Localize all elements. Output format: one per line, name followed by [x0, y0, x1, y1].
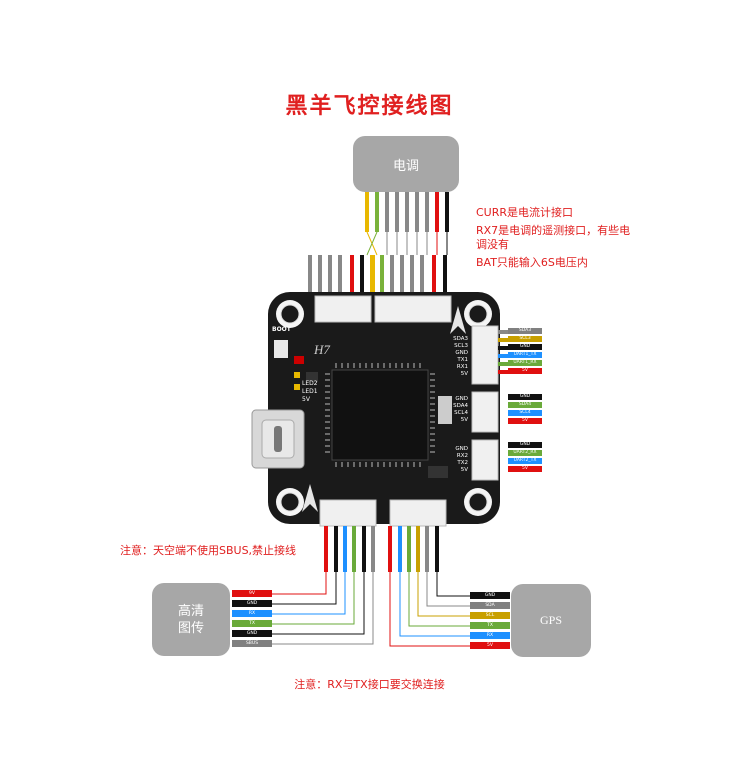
pin-label: RX2: [456, 453, 468, 459]
connector-tag: RX: [470, 632, 510, 639]
pin-label: 5V: [460, 467, 468, 473]
connector-tag: GND: [470, 592, 510, 599]
vtx-box-line: 图传: [177, 620, 204, 636]
right-pin-labels-top: SDA3 SCL3 GND TX1 RX1 5V: [448, 336, 468, 378]
connector-tag: GND: [508, 442, 542, 448]
connector-tag: 5V: [508, 418, 542, 424]
connector-tag: SCL4: [508, 410, 542, 416]
pin-label: 5V: [460, 371, 468, 377]
connector-tag: RX: [232, 610, 272, 617]
pin-label: SCL4: [454, 410, 468, 416]
vtx-box-line: 高清: [177, 603, 204, 619]
connector-tag: GND: [232, 600, 272, 607]
boot-label: BOOT: [272, 326, 291, 333]
pin-label: TX1: [457, 357, 468, 363]
esc-note-rx7: RX7是电调的遥测接口，有些电调没有: [476, 224, 631, 251]
gps-box: GPS: [511, 584, 591, 657]
pin-label: GND: [455, 396, 468, 402]
routing-lines: [272, 572, 470, 647]
pin-label: SCL3: [454, 343, 468, 349]
connector-tag: UART1_RX: [508, 360, 542, 366]
connector-tag: 5V: [470, 642, 510, 649]
bottom-wires: [324, 526, 439, 572]
pin-label: TX2: [457, 460, 468, 466]
esc-wires: [365, 192, 449, 256]
pin-label: GND: [455, 446, 468, 452]
led1-label: LED1: [302, 388, 318, 395]
right-pin-labels-mid: GND SDA4 SCL4 5V: [448, 396, 468, 424]
connector-tag: SDA4: [508, 402, 542, 408]
connector-tag: UART2_TX: [508, 458, 542, 464]
gps-connector-tags: GND SDA SCL TX RX 5V: [470, 592, 510, 652]
pin-label: 5V: [460, 417, 468, 423]
connector-tag: SCL3: [508, 336, 542, 342]
connector-tag: GND: [508, 394, 542, 400]
esc-note-bat: BAT只能输入6S电压内: [476, 256, 588, 269]
page-title: 黑羊飞控接线图: [285, 94, 454, 119]
pin-label: SDA4: [453, 403, 468, 409]
vtx-note: 注意：天空端不使用SBUS,禁止接线: [120, 544, 297, 557]
bottom-note: 注意：RX与TX接口要交换连接: [294, 678, 445, 691]
connector-tag: SBUS: [232, 640, 272, 647]
5v-label: 5V: [302, 396, 310, 403]
pin-label: SDA3: [453, 336, 468, 342]
connector-tag: TX: [232, 620, 272, 627]
connector-tag: GND: [508, 344, 542, 350]
connector-tag: TX: [470, 622, 510, 629]
chip-label: H7: [314, 342, 330, 357]
esc-note-curr: CURR是电流计接口: [476, 206, 574, 219]
esc-box: 电调: [353, 136, 459, 192]
connector-tag: 5V: [508, 466, 542, 472]
right-pin-labels-bot: GND RX2 TX2 5V: [448, 446, 468, 474]
connector-tag: SCL: [470, 612, 510, 619]
vtx-connector-tags: 9V GND RX TX GND SBUS: [232, 590, 272, 650]
connector-tag: GND: [232, 630, 272, 637]
led2-label: LED2: [302, 380, 318, 387]
connector-tag: 5V: [508, 368, 542, 374]
esc-notes: CURR是电流计接口 RX7是电调的遥测接口，有些电调没有 BAT只能输入6S电…: [476, 206, 636, 270]
board-top-wires: [308, 255, 447, 295]
connector-tag: 9V: [232, 590, 272, 597]
pin-label: GND: [455, 350, 468, 356]
connector-tag: SDA: [470, 602, 510, 609]
right-wires: [498, 330, 508, 374]
right-bot-connector-tags: GND UART2_RX UART2_TX 5V: [508, 442, 542, 474]
connector-tag: SDA3: [508, 328, 542, 334]
connector-tag: UART1_TX: [508, 352, 542, 358]
vtx-box: 高清图传: [152, 583, 230, 656]
pin-label: RX1: [456, 364, 468, 370]
vtx-box-label: 高清图传: [178, 603, 204, 637]
connector-tag: UART2_RX: [508, 450, 542, 456]
flight-controller-board: [251, 292, 500, 527]
